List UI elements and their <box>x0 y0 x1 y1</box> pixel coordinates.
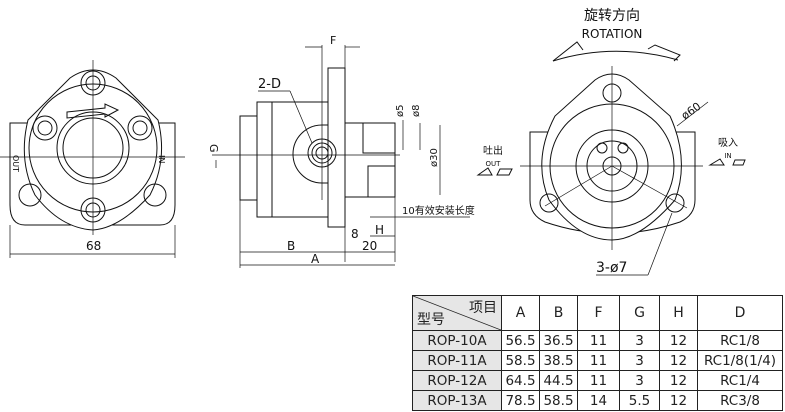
port-label-2D: 2-D <box>258 77 281 92</box>
cell-D: RC3/8 <box>697 390 783 411</box>
cell-H: 12 <box>659 350 698 371</box>
dim-8: 8 <box>351 227 359 241</box>
cell-F: 11 <box>577 370 620 391</box>
cell-B: 38.5 <box>539 350 578 371</box>
cell-G: 3 <box>619 370 660 391</box>
corner-header: 项目 型号 <box>412 295 502 331</box>
in-label-cn: 吸入 <box>718 138 738 149</box>
col-header-B: B <box>539 295 578 331</box>
dim-20: 20 <box>362 239 377 253</box>
cell-A: 58.5 <box>501 350 540 371</box>
cell-D: RC1/8(1/4) <box>697 350 783 371</box>
dim-G: G <box>207 144 220 153</box>
col-header-D: D <box>697 295 783 331</box>
model-cell: ROP-10A <box>412 330 502 351</box>
rotation-title-en: ROTATION <box>582 27 643 41</box>
cell-G: 5.5 <box>619 390 660 411</box>
effective-length-note: 10有效安装长度 <box>402 204 475 217</box>
cell-B: 58.5 <box>539 390 578 411</box>
dim-H: H <box>375 223 384 237</box>
cell-H: 12 <box>659 390 698 411</box>
model-cell: ROP-11A <box>412 350 502 371</box>
side-label-in: IN <box>157 155 166 163</box>
dim-A: A <box>311 252 320 266</box>
cell-F: 11 <box>577 330 620 351</box>
cell-F: 14 <box>577 390 620 411</box>
col-header-G: G <box>619 295 660 331</box>
dia-60: ø60 <box>679 100 703 123</box>
out-label-en: OUT <box>486 160 502 168</box>
cell-H: 12 <box>659 370 698 391</box>
dim-68: 68 <box>86 239 101 253</box>
col-header-A: A <box>501 295 540 331</box>
model-cell: ROP-12A <box>412 370 502 391</box>
corner-items-label: 项目 <box>469 300 497 316</box>
cell-B: 36.5 <box>539 330 578 351</box>
table-row: ROP-11A 58.5 38.5 11 3 12 RC1/8(1/4) <box>412 350 783 371</box>
spec-table: 项目 型号 A B F G H D ROP-10A 56.5 36.5 11 3… <box>412 295 783 411</box>
cell-G: 3 <box>619 350 660 371</box>
table-row: ROP-10A 56.5 36.5 11 3 12 RC1/8 <box>412 330 783 351</box>
table-row: ROP-13A 78.5 58.5 14 5.5 12 RC3/8 <box>412 390 783 411</box>
cell-B: 44.5 <box>539 370 578 391</box>
shaft-d30: ø30 <box>429 148 440 167</box>
holes-3-d7: 3-ø7 <box>596 260 627 276</box>
cell-D: RC1/8 <box>697 330 783 351</box>
model-cell: ROP-13A <box>412 390 502 411</box>
dim-B: B <box>287 239 295 253</box>
in-label-en: IN <box>724 152 731 160</box>
out-port-icon <box>476 167 513 176</box>
rotation-arrow-icon <box>66 103 120 119</box>
side-label-out: OUT <box>11 155 20 172</box>
col-header-F: F <box>577 295 620 331</box>
side-view: F 2-D G ø5 ø8 ø30 10有效安装长度 B A 8 H 20 <box>207 34 475 268</box>
out-label-cn: 吐出 <box>483 144 503 157</box>
col-header-H: H <box>659 295 698 331</box>
front-view: OUT IN 68 <box>0 60 185 258</box>
shaft-d8: ø8 <box>411 105 422 117</box>
rotation-arc-icon <box>552 50 679 62</box>
rear-view: 旋转方向 ROTATION ø60 吐出 OUT 吸入 IN 3-ø7 <box>476 8 746 276</box>
cell-A: 56.5 <box>501 330 540 351</box>
dim-F: F <box>330 34 336 47</box>
cell-H: 12 <box>659 330 698 351</box>
corner-model-label: 型号 <box>417 312 445 328</box>
cell-D: RC1/4 <box>697 370 783 391</box>
rotation-title-cn: 旋转方向 <box>584 8 640 24</box>
cell-A: 64.5 <box>501 370 540 391</box>
shaft-d5: ø5 <box>395 105 406 117</box>
table-header-row: 项目 型号 A B F G H D <box>412 295 783 331</box>
in-port-icon <box>708 158 746 166</box>
cell-A: 78.5 <box>501 390 540 411</box>
cell-F: 11 <box>577 350 620 371</box>
table-row: ROP-12A 64.5 44.5 11 3 12 RC1/4 <box>412 370 783 391</box>
cell-G: 3 <box>619 330 660 351</box>
